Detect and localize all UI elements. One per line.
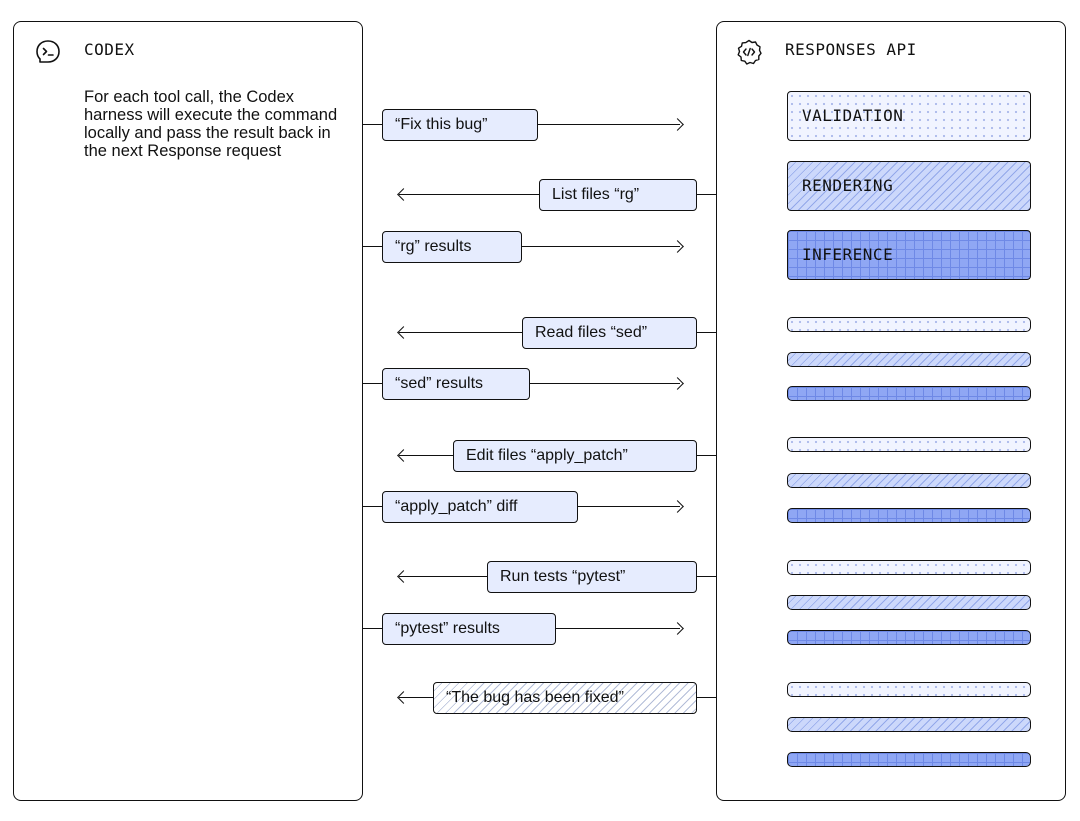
codex-description: For each tool call, the Codex harness wi… (84, 88, 338, 160)
validation-stage: VALIDATION (787, 91, 1031, 141)
responses-api-panel: RESPONSES API VALIDATION RENDERING INFER… (716, 21, 1066, 801)
inference-bar (787, 386, 1031, 401)
arrow-right-icon (671, 377, 684, 390)
rendering-bar (787, 473, 1031, 488)
code-brackets-speech-icon (737, 39, 762, 65)
message-label: Read files “sed” (522, 317, 697, 349)
arrow-right-icon (671, 500, 684, 513)
validation-bar (787, 682, 1031, 697)
arrow-right-icon (671, 118, 684, 131)
rendering-bar (787, 595, 1031, 610)
message-label: “Fix this bug” (382, 109, 538, 141)
rendering-label: RENDERING (802, 176, 894, 195)
terminal-speech-icon (36, 40, 60, 63)
inference-stage: INFERENCE (787, 230, 1031, 280)
rendering-bar (787, 352, 1031, 367)
inference-bar (787, 630, 1031, 645)
validation-bar (787, 317, 1031, 332)
arrow-right-icon (671, 240, 684, 253)
message-label: “The bug has been fixed” (433, 682, 697, 714)
message-label: Edit files “apply_patch” (453, 440, 697, 472)
rendering-stage: RENDERING (787, 161, 1031, 211)
message-label: “sed” results (382, 368, 530, 400)
inference-bar (787, 752, 1031, 767)
message-label: “rg” results (382, 231, 522, 263)
message-label: List files “rg” (539, 179, 697, 211)
message-label: Run tests “pytest” (487, 561, 697, 593)
arrow-right-icon (671, 622, 684, 635)
inference-label: INFERENCE (802, 245, 894, 264)
validation-bar (787, 560, 1031, 575)
validation-label: VALIDATION (802, 106, 904, 125)
message-label: “apply_patch” diff (382, 491, 578, 523)
codex-title: CODEX (84, 40, 135, 59)
inference-bar (787, 508, 1031, 523)
message-label: “pytest” results (382, 613, 556, 645)
validation-bar (787, 437, 1031, 452)
rendering-bar (787, 717, 1031, 732)
responses-api-title: RESPONSES API (785, 40, 917, 59)
codex-panel: CODEX For each tool call, the Codex harn… (13, 21, 363, 801)
